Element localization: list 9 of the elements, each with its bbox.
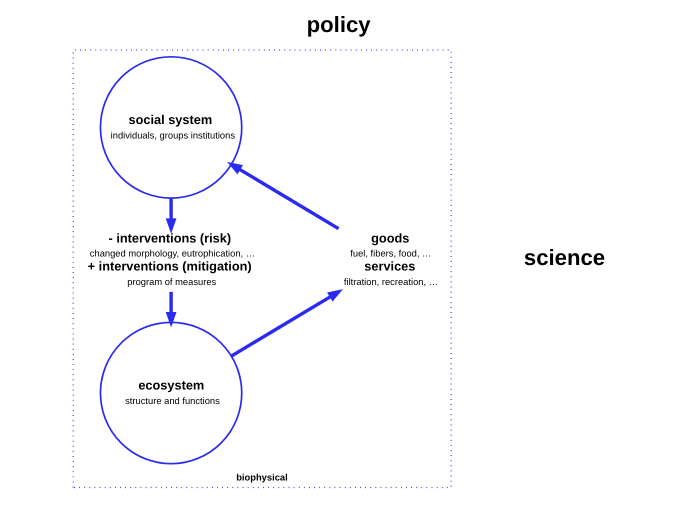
label: science — [524, 244, 606, 270]
node-text: - interventions (risk) changed morphology, eutrophication, … + interventions (mitigation) program of measures — [88, 230, 256, 287]
arrow — [166, 198, 176, 234]
node-circle: ecosystem structure and functions — [100, 322, 243, 465]
diagram-title: policy — [306, 12, 371, 37]
arrow — [227, 162, 340, 230]
arrow — [166, 292, 176, 328]
node-text: goods fuel, fibers, food, … services filtration, recreation, … — [344, 230, 438, 287]
arrow — [230, 289, 343, 358]
